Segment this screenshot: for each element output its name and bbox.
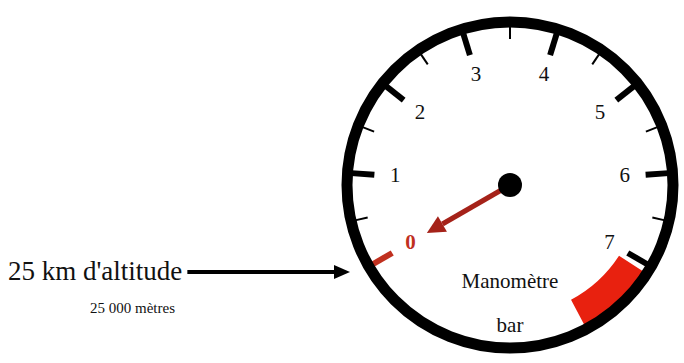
minor-tick — [509, 26, 511, 39]
scale-number: 4 — [539, 64, 550, 87]
minor-tick — [420, 54, 427, 65]
scale-number: 5 — [595, 102, 606, 125]
scale-number: 1 — [390, 165, 401, 188]
scale-number: 2 — [415, 102, 426, 125]
pointer-hub — [498, 173, 522, 197]
major-tick — [372, 253, 392, 265]
minor-tick — [362, 127, 374, 132]
scale-number: 3 — [471, 64, 482, 87]
scale-number: 7 — [604, 231, 615, 254]
scale-number: 0 — [405, 231, 416, 254]
minor-tick — [592, 54, 599, 65]
major-tick — [386, 86, 404, 100]
major-tick — [646, 173, 669, 175]
altitude-arrow — [187, 265, 350, 279]
gauge-ring — [347, 22, 673, 348]
altitude-note: 25 000 mètres — [90, 300, 175, 317]
minor-tick — [646, 127, 658, 132]
altitude-label: 25 km d'altitude — [8, 257, 182, 287]
major-tick — [550, 33, 557, 55]
gauge-title: Manomètre — [462, 270, 559, 293]
gauge-pointer — [427, 185, 510, 233]
major-tick — [351, 173, 374, 175]
pointer-head — [427, 216, 447, 233]
leader-line — [187, 270, 336, 274]
minor-tick — [652, 217, 665, 220]
minor-tick — [355, 217, 368, 220]
scale-number: 6 — [619, 165, 630, 188]
major-tick — [628, 253, 648, 265]
major-tick — [616, 86, 634, 100]
unit-label: bar — [497, 314, 524, 337]
major-tick — [463, 33, 470, 55]
leader-arrowhead — [334, 265, 350, 279]
